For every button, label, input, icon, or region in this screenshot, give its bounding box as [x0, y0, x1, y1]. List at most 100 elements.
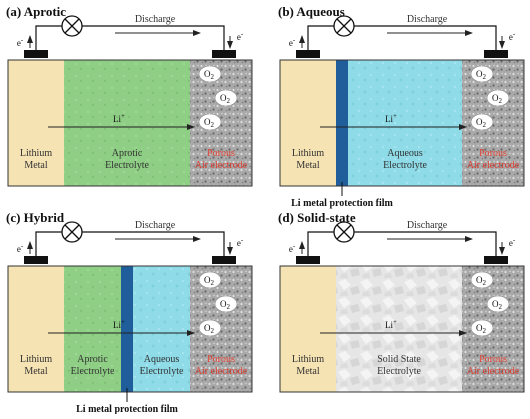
cathode-label: Air electrode: [195, 160, 248, 171]
lithium-metal-anode: [280, 266, 336, 392]
oxygen-bubble: [486, 295, 510, 313]
cathode-label: Air electrode: [467, 160, 520, 171]
oxygen-label: O2: [476, 323, 487, 335]
cathode-label: Air electrode: [195, 366, 248, 377]
external-circuit-wire: [307, 231, 497, 256]
panel-aprotic: (a) AproticDischargee-e-AproticElectroly…: [6, 4, 253, 187]
cell-outline: [279, 59, 525, 187]
aprotic-electrolyte: [64, 60, 190, 186]
film-label: Li metal protection film: [291, 198, 393, 209]
electrolyte2-label: Aqueous: [144, 354, 180, 365]
discharge-label: Discharge: [135, 14, 176, 25]
anode-label: Lithium: [20, 148, 52, 159]
cell-outline: [7, 59, 253, 187]
electrolyte-label: Electrolyte: [383, 160, 427, 171]
li-ion-label: Li+: [385, 318, 397, 330]
anode-label: Lithium: [292, 148, 324, 159]
cathode-terminal: [212, 256, 236, 264]
cathode-label: Air electrode: [467, 366, 520, 377]
cell-outline: [279, 265, 525, 393]
oxygen-label: O2: [476, 275, 487, 287]
electrolyte-label: Aqueous: [387, 148, 423, 159]
electron-label-right: e-: [237, 236, 244, 248]
electron-label-left: e-: [289, 242, 296, 254]
electrolyte-label: Electrolyte: [71, 366, 115, 377]
oxygen-label: O2: [204, 69, 215, 81]
oxygen-label: O2: [204, 323, 215, 335]
anode-label: Metal: [24, 366, 48, 377]
oxygen-label: O2: [476, 69, 487, 81]
panel-title: (b) Aqueous: [278, 4, 345, 19]
oxygen-label: O2: [220, 93, 231, 105]
oxygen-bubble: [470, 319, 494, 337]
cell-outline: [7, 265, 253, 393]
aprotic-electrolyte: [64, 266, 121, 392]
panel-title: (d) Solid-state: [278, 210, 356, 225]
oxygen-bubble: [214, 295, 238, 313]
oxygen-label: O2: [204, 117, 215, 129]
panel-hybrid: (c) HybridDischargee-e-AproticElectrolyt…: [6, 210, 253, 415]
electrolyte-label: Electrolyte: [105, 160, 149, 171]
oxygen-label: O2: [492, 93, 503, 105]
electrolyte2-label: Electrolyte: [140, 366, 184, 377]
oxygen-label: O2: [204, 275, 215, 287]
aqueous-electrolyte: [348, 60, 462, 186]
electron-label-right: e-: [509, 236, 516, 248]
electrolyte-label: Aprotic: [77, 354, 108, 365]
oxygen-bubble: [470, 271, 494, 289]
electron-label-right: e-: [509, 30, 516, 42]
oxygen-bubble: [198, 271, 222, 289]
oxygen-label: O2: [220, 299, 231, 311]
electrolyte-label: Aprotic: [112, 148, 143, 159]
electron-label-left: e-: [17, 36, 24, 48]
solid-state-electrolyte: [336, 266, 462, 392]
anode-terminal: [296, 256, 320, 264]
electron-label-left: e-: [289, 36, 296, 48]
oxygen-bubble: [470, 65, 494, 83]
li-ion-label: Li+: [113, 112, 125, 124]
lamp-cross-line: [336, 18, 352, 34]
anode-terminal: [296, 50, 320, 58]
electrolyte-label: Electrolyte: [377, 366, 421, 377]
oxygen-label: O2: [492, 299, 503, 311]
electron-label-left: e-: [17, 242, 24, 254]
discharge-label: Discharge: [407, 14, 448, 25]
oxygen-label: O2: [476, 117, 487, 129]
film-label: Li metal protection film: [76, 404, 178, 414]
li-ion-label: Li+: [385, 112, 397, 124]
panel-title: (a) Aprotic: [6, 4, 66, 19]
oxygen-bubble: [214, 89, 238, 107]
protection-film: [121, 266, 133, 392]
lithium-metal-anode: [280, 60, 336, 186]
anode-label: Metal: [24, 160, 48, 171]
anode-terminal: [24, 50, 48, 58]
anode-label: Metal: [296, 160, 320, 171]
oxygen-bubble: [198, 113, 222, 131]
lamp-cross-line: [64, 224, 80, 240]
cathode-label: Porous: [479, 148, 507, 159]
lamp-cross-line: [64, 18, 80, 34]
discharge-label: Discharge: [407, 220, 448, 231]
cathode-terminal: [484, 50, 508, 58]
oxygen-bubble: [486, 89, 510, 107]
lithium-metal-anode: [8, 266, 64, 392]
li-ion-label: Li+: [113, 318, 125, 330]
cathode-terminal: [484, 256, 508, 264]
discharge-label: Discharge: [135, 220, 176, 231]
cathode-label: Porous: [207, 148, 235, 159]
cathode-label: Porous: [207, 354, 235, 365]
external-circuit-wire: [307, 25, 497, 50]
aqueous-electrolyte: [133, 266, 190, 392]
anode-label: Lithium: [292, 354, 324, 365]
external-circuit-wire: [35, 25, 225, 50]
panel-title: (c) Hybrid: [6, 210, 65, 225]
lamp-cross-line: [336, 224, 352, 240]
cathode-label: Porous: [479, 354, 507, 365]
protection-film: [336, 60, 348, 186]
oxygen-bubble: [198, 65, 222, 83]
anode-label: Lithium: [20, 354, 52, 365]
oxygen-bubble: [198, 319, 222, 337]
